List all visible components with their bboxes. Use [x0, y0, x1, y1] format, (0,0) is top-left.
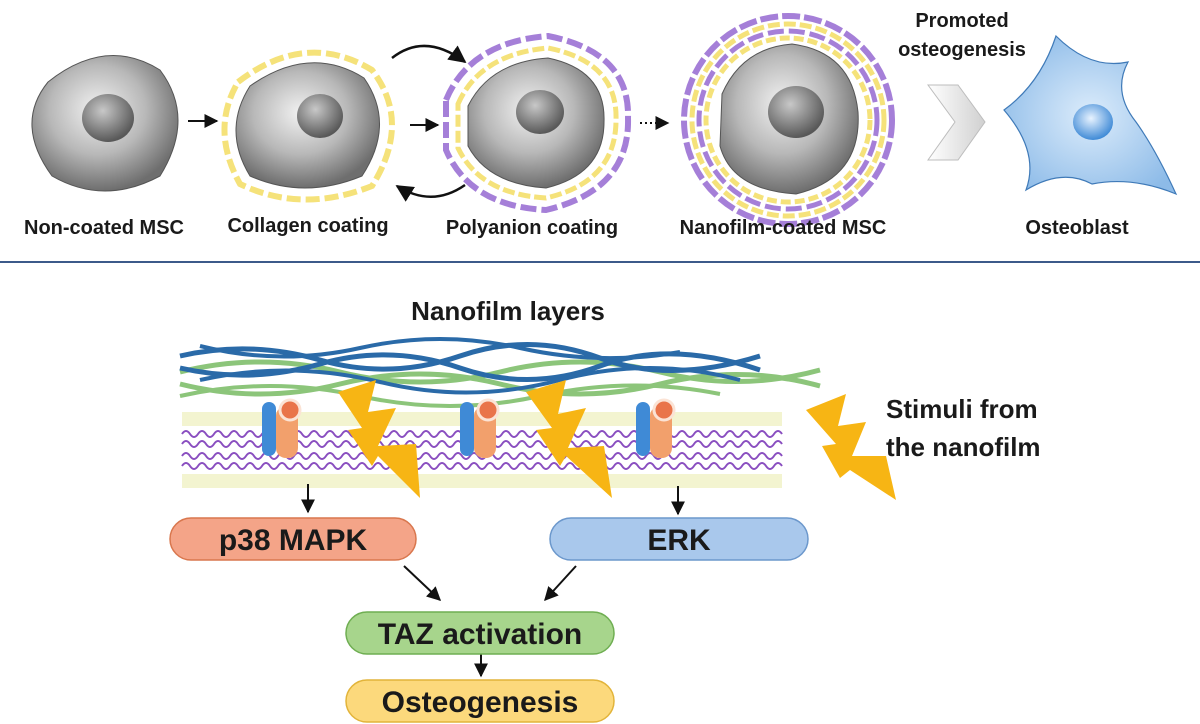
receptor-2 — [460, 398, 500, 458]
osteogenesis-node: Osteogenesis — [345, 679, 615, 723]
receptor-1 — [262, 398, 302, 458]
stage-label-polyanion-coating: Polyanion coating — [446, 217, 618, 239]
cycle-arrow-top — [391, 44, 467, 64]
nanofilm-layers-title: Nanofilm layers — [411, 296, 605, 326]
stage-label-non-coated-msc: Non-coated MSC — [24, 217, 184, 239]
stage-label-nanofilm-coated-msc: Nanofilm-coated MSC — [680, 217, 887, 239]
stage-label-osteoblast: Osteoblast — [1025, 217, 1129, 239]
lightning-bolt-2 — [526, 380, 612, 498]
stage-label-collagen-coating: Collagen coating — [227, 215, 388, 237]
p38-mapk-label: p38 MAPK — [219, 524, 368, 557]
erk-label: ERK — [647, 524, 711, 557]
p38-mapk-node: p38 MAPK — [169, 517, 417, 561]
collagen-coated-cell — [221, 49, 395, 203]
transition-label-line2: osteogenesis — [898, 39, 1026, 61]
transition-label-line1: Promoted — [915, 10, 1008, 32]
lightning-bolt-1 — [338, 380, 420, 498]
receptor-3 — [636, 398, 676, 458]
promoted-osteogenesis-arrow — [927, 84, 986, 161]
osteogenesis-label: Osteogenesis — [382, 686, 579, 719]
nanofilm-fibers — [179, 337, 821, 408]
cycle-arrow-bottom — [395, 183, 466, 202]
lightning-bolt-3 — [806, 394, 896, 500]
bottom-panel: Nanofilm layers — [169, 296, 1041, 723]
arrow-p38-to-taz — [403, 565, 442, 601]
top-panel: Promoted osteogenesis Non-coated MSC Col… — [24, 10, 1178, 239]
arrow-erk-to-taz — [544, 565, 577, 602]
stimuli-label-line1: Stimuli from — [886, 394, 1038, 424]
nanofilm-coated-cell — [681, 13, 895, 227]
taz-activation-label: TAZ activation — [378, 618, 582, 651]
stimuli-label-line2: the nanofilm — [886, 432, 1041, 462]
taz-activation-node: TAZ activation — [345, 611, 615, 655]
non-coated-msc-cell — [31, 55, 179, 192]
osteoblast-cell — [1003, 34, 1178, 196]
erk-node: ERK — [549, 517, 809, 561]
polyanion-coated-cell — [443, 32, 632, 214]
